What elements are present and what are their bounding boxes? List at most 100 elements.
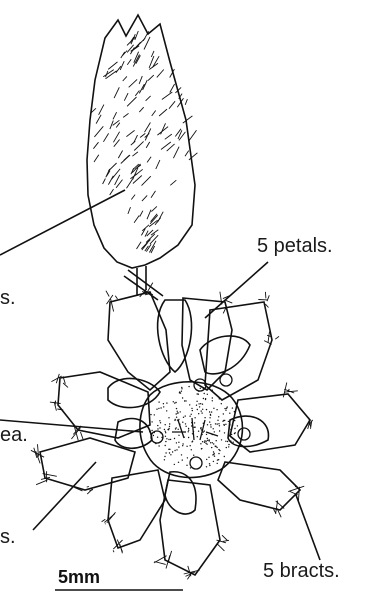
stipple-dot bbox=[163, 403, 164, 404]
stipple-dot bbox=[169, 423, 170, 424]
hair-stroke bbox=[104, 514, 114, 523]
hair-stroke bbox=[142, 176, 151, 185]
stipple-dot bbox=[232, 407, 233, 408]
stipple-dot bbox=[149, 431, 150, 432]
hair-stroke bbox=[140, 211, 143, 217]
stipple-dot bbox=[150, 414, 151, 415]
stipple-dot bbox=[194, 417, 195, 418]
stipple-dot bbox=[219, 425, 220, 426]
stipple-dot bbox=[178, 442, 179, 443]
stipple-dot bbox=[209, 411, 210, 412]
hair-stroke bbox=[127, 45, 133, 53]
hair-stroke bbox=[146, 96, 151, 101]
stipple-dot bbox=[181, 388, 182, 389]
hair-stroke bbox=[173, 147, 179, 159]
stipple-dot bbox=[198, 413, 199, 414]
leaf-hairs bbox=[91, 31, 197, 253]
hair-stroke bbox=[123, 76, 127, 81]
hair-stroke bbox=[105, 524, 106, 525]
hair-stroke bbox=[156, 160, 160, 169]
stipple-dot bbox=[218, 416, 219, 417]
stipple-dot bbox=[168, 449, 169, 450]
stipple-dot bbox=[210, 426, 211, 427]
stipple-dot bbox=[165, 445, 166, 446]
stipple-dot bbox=[175, 402, 176, 403]
stipple-dot bbox=[201, 412, 202, 413]
hair-stroke bbox=[71, 428, 80, 439]
hair-stroke bbox=[150, 235, 158, 244]
stipple-dot bbox=[232, 425, 233, 426]
stipple-dot bbox=[201, 448, 202, 449]
stipple-dot bbox=[229, 424, 230, 425]
stipple-dot bbox=[188, 386, 189, 387]
hair-stroke bbox=[157, 70, 164, 78]
stipple-dot bbox=[190, 467, 191, 468]
stipple-dot bbox=[227, 406, 228, 407]
stipple-dot bbox=[213, 443, 214, 444]
stipple-dot bbox=[230, 429, 231, 430]
stipple-dot bbox=[228, 435, 229, 436]
stipple-dot bbox=[151, 421, 152, 422]
stipple-dot bbox=[178, 462, 179, 463]
stipple-dot bbox=[154, 414, 155, 415]
stipple-dot bbox=[200, 388, 201, 389]
stipple-dot bbox=[216, 409, 217, 410]
stipple-dot bbox=[177, 411, 178, 412]
stipple-dot bbox=[198, 403, 199, 404]
stipple-dot bbox=[210, 414, 211, 415]
label-center: ea. bbox=[0, 425, 28, 445]
stipple-dot bbox=[225, 441, 226, 442]
stipple-dot bbox=[197, 393, 198, 394]
hair-stroke bbox=[217, 544, 224, 551]
stipple-dot bbox=[174, 438, 175, 439]
hair-stroke bbox=[123, 113, 128, 117]
hair-stroke bbox=[147, 157, 151, 163]
stipple-dot bbox=[224, 425, 225, 426]
stipple-dot bbox=[228, 421, 229, 422]
hair-stroke bbox=[142, 225, 149, 231]
stipple-dot bbox=[224, 420, 225, 421]
stipple-dot bbox=[214, 456, 215, 457]
hair-stroke bbox=[129, 79, 137, 87]
hair-stroke bbox=[128, 207, 131, 214]
hair-stroke bbox=[311, 420, 312, 428]
stipple-dot bbox=[197, 409, 198, 410]
stipple-dot bbox=[237, 425, 238, 426]
stipple-dot bbox=[219, 398, 220, 399]
stipple-dot bbox=[178, 429, 179, 430]
stipple-dot bbox=[189, 416, 190, 417]
hair-stroke bbox=[108, 62, 117, 70]
stipple-dot bbox=[209, 417, 210, 418]
stipple-dot bbox=[157, 437, 158, 438]
stipple-dot bbox=[194, 427, 195, 428]
hair-stroke bbox=[96, 115, 101, 124]
stipple-dot bbox=[204, 417, 205, 418]
stipple-dot bbox=[211, 447, 212, 448]
stipple-dot bbox=[208, 457, 209, 458]
stipple-dot bbox=[227, 441, 228, 442]
hair-stroke bbox=[148, 75, 154, 80]
hair-stroke bbox=[99, 105, 104, 115]
stipple-dot bbox=[184, 400, 185, 401]
stipple-dot bbox=[206, 466, 207, 467]
stipple-dot bbox=[224, 408, 225, 409]
hair-stroke bbox=[135, 31, 139, 40]
stipple-dot bbox=[228, 446, 229, 447]
stipple-dot bbox=[213, 408, 214, 409]
stipple-dot bbox=[207, 424, 208, 425]
hair-stroke bbox=[120, 61, 124, 70]
hair-stroke bbox=[275, 336, 279, 339]
stipple-dot bbox=[177, 412, 178, 413]
stipple-dot bbox=[168, 428, 169, 429]
petal-hairs bbox=[31, 283, 313, 580]
stipple-dot bbox=[166, 410, 167, 411]
stipple-dot bbox=[151, 430, 152, 431]
stipple-dot bbox=[203, 398, 204, 399]
stipple-dot bbox=[215, 446, 216, 447]
stipple-dot bbox=[204, 442, 205, 443]
stipple-dot bbox=[228, 444, 229, 445]
hair-stroke bbox=[165, 134, 172, 139]
stipple-dot bbox=[197, 436, 198, 437]
hair-stroke bbox=[108, 176, 113, 185]
